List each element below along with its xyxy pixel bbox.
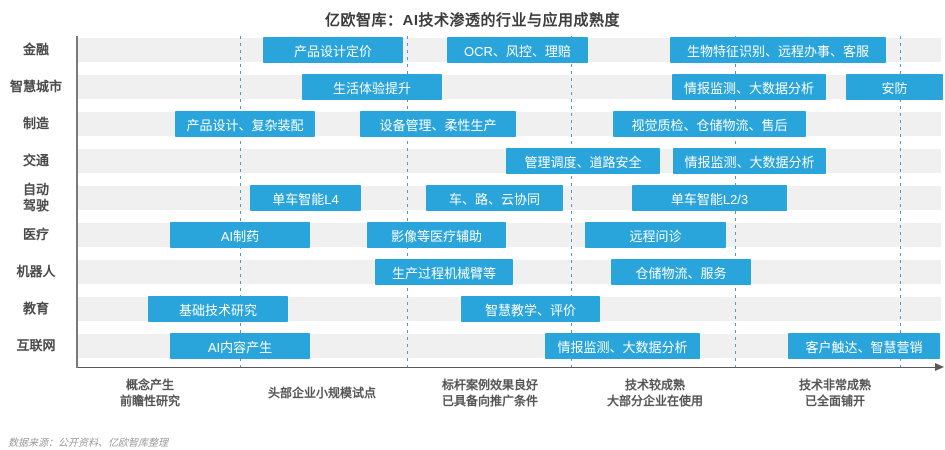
row-label: 智慧城市 <box>9 79 62 94</box>
chart-bar: 车、路、云协同 <box>426 185 563 211</box>
row-label: 互联网 <box>16 338 56 353</box>
chart-bar: 视觉质检、仓储物流、售后 <box>613 111 806 137</box>
stage-divider-line <box>571 36 572 368</box>
chart-bar: 情报监测、大数据分析 <box>545 333 700 359</box>
stage-divider-line <box>407 36 408 368</box>
chart-bar: 智慧教学、评价 <box>461 296 600 322</box>
stage-label: 标杆案例效果良好已具备向推广条件 <box>441 378 538 408</box>
x-axis-arrowhead <box>935 363 944 371</box>
chart-bar: 远程问诊 <box>585 222 726 248</box>
data-source-note: 数据来源：公开资料、亿欧智库整理 <box>8 438 168 449</box>
row-label: 交通 <box>22 153 49 168</box>
row-label: 制造 <box>22 116 49 131</box>
chart-bar: AI内容产生 <box>170 333 310 359</box>
y-axis-line <box>76 36 78 368</box>
x-axis-line <box>78 367 936 368</box>
row-label: 医疗 <box>22 227 49 242</box>
chart-bar: OCR、风控、理赔 <box>447 37 588 63</box>
chart-bar: 情报监测、大数据分析 <box>672 74 826 100</box>
chart-bar: 管理调度、道路安全 <box>506 148 660 174</box>
chart-bar: 生物特征识别、远程办事、客服 <box>670 37 886 63</box>
chart-bar: 生产过程机械臂等 <box>375 259 513 285</box>
stage-label: 技术较成熟大部分企业在使用 <box>606 378 703 408</box>
stage-divider-line <box>240 36 241 368</box>
stage-label: 头部企业小规模试点 <box>267 386 376 400</box>
chart-bar: 安防 <box>846 74 943 100</box>
row-label: 金融 <box>22 42 49 57</box>
chart-bar: 单车智能L4 <box>250 185 361 211</box>
row-label: 教育 <box>22 301 49 316</box>
chart-bar: 客户触达、智慧营销 <box>788 333 940 359</box>
row-label: 自动驾驶 <box>22 182 49 213</box>
row-label: 机器人 <box>16 264 56 279</box>
stage-divider-line <box>900 36 901 368</box>
chart-bar: 仓储物流、服务 <box>611 259 751 285</box>
chart-bar: 设备管理、柔性生产 <box>360 111 516 137</box>
chart-bar: 基础技术研究 <box>148 296 288 322</box>
stage-label: 技术非常成熟已全面铺开 <box>798 378 871 408</box>
chart-bar: 影像等医疗辅助 <box>367 222 506 248</box>
chart-bar: 产品设计定价 <box>263 37 403 63</box>
chart-bar: 单车智能L2/3 <box>632 185 787 211</box>
chart-bar: 情报监测、大数据分析 <box>673 148 826 174</box>
page-title: 亿欧智库：AI技术渗透的行业与应用成熟度 <box>324 12 620 29</box>
chart-bar: 生活体验提升 <box>302 74 442 100</box>
chart-bar: AI制药 <box>170 222 310 248</box>
chart-bar: 产品设计、复杂装配 <box>175 111 315 137</box>
stage-label: 概念产生前瞻性研究 <box>119 378 180 408</box>
